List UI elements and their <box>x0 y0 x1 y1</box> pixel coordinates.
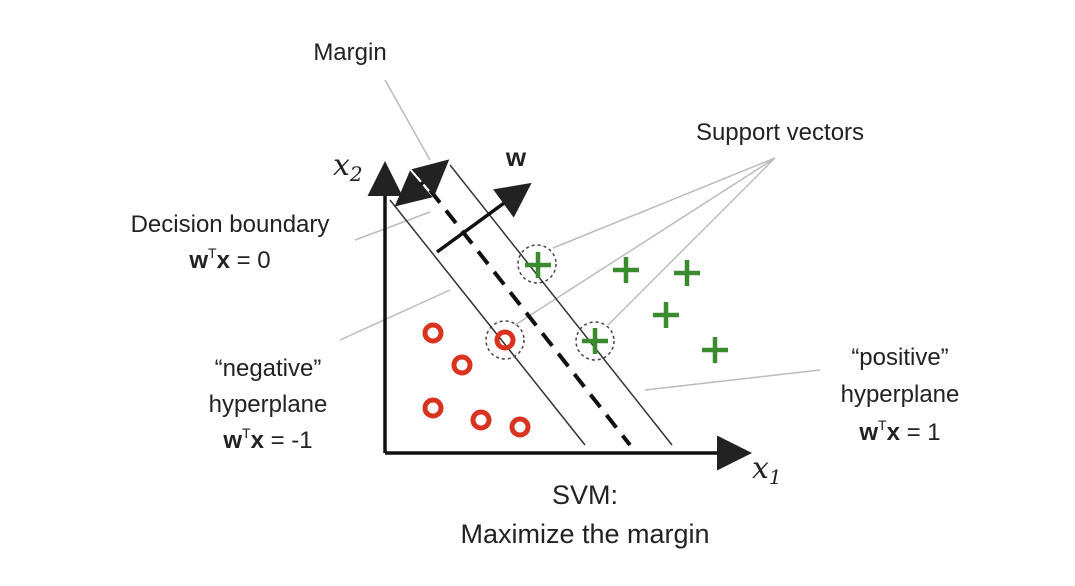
negative-hyperplane-line <box>389 199 586 446</box>
negative-leader-line <box>339 289 451 341</box>
support-vector-circle <box>485 320 525 360</box>
negative-point <box>494 329 516 351</box>
negative-point <box>470 409 492 431</box>
positive-label: “positive” <box>851 344 948 371</box>
margin-arrow <box>394 159 450 207</box>
support-vectors-label: Support vectors <box>696 119 864 146</box>
negative-point <box>451 354 473 376</box>
margin-label: Margin <box>313 39 386 66</box>
positive-leader-line <box>644 369 821 391</box>
decision-boundary-label: Decision boundary <box>131 211 330 238</box>
svm-title: SVM: <box>552 480 618 510</box>
negative-hyperplane-equation: wTx = -1 <box>222 425 312 454</box>
negative-label: “negative” <box>215 355 322 382</box>
negative-hyperplane-label: hyperplane <box>209 391 328 418</box>
positive-points <box>525 252 728 363</box>
positive-hyperplane-equation: wTx = 1 <box>858 417 940 446</box>
svm-subtitle: Maximize the margin <box>460 519 709 549</box>
x1-axis-label: x1 <box>752 451 782 489</box>
w-vector-arrow <box>435 182 532 254</box>
positive-hyperplane-line <box>449 164 673 446</box>
support-leader-line-3 <box>607 157 776 326</box>
axes <box>367 161 752 471</box>
positive-point <box>702 337 728 363</box>
positive-point <box>674 260 700 286</box>
decision-boundary-equation: wTx = 0 <box>188 245 270 274</box>
negative-point <box>422 322 444 344</box>
support-leader-line-2 <box>514 157 776 326</box>
margin-leader-line <box>384 79 431 161</box>
leader-lines <box>339 79 821 391</box>
support-vector-circles <box>485 244 615 361</box>
w-label: w <box>505 142 527 172</box>
decision-leader-line <box>354 211 431 241</box>
negative-point <box>509 416 531 438</box>
negative-points <box>422 322 531 438</box>
support-vector-circle <box>517 244 557 284</box>
negative-point <box>422 397 444 419</box>
positive-point <box>525 252 551 278</box>
hyperplanes <box>389 164 673 447</box>
support-leader-line-1 <box>552 157 776 249</box>
positive-point <box>582 328 608 354</box>
x2-axis-label: x2 <box>333 148 363 186</box>
positive-point <box>613 257 639 283</box>
positive-hyperplane-label: hyperplane <box>841 381 960 408</box>
support-vector-circle <box>575 321 615 361</box>
positive-point <box>653 302 679 328</box>
